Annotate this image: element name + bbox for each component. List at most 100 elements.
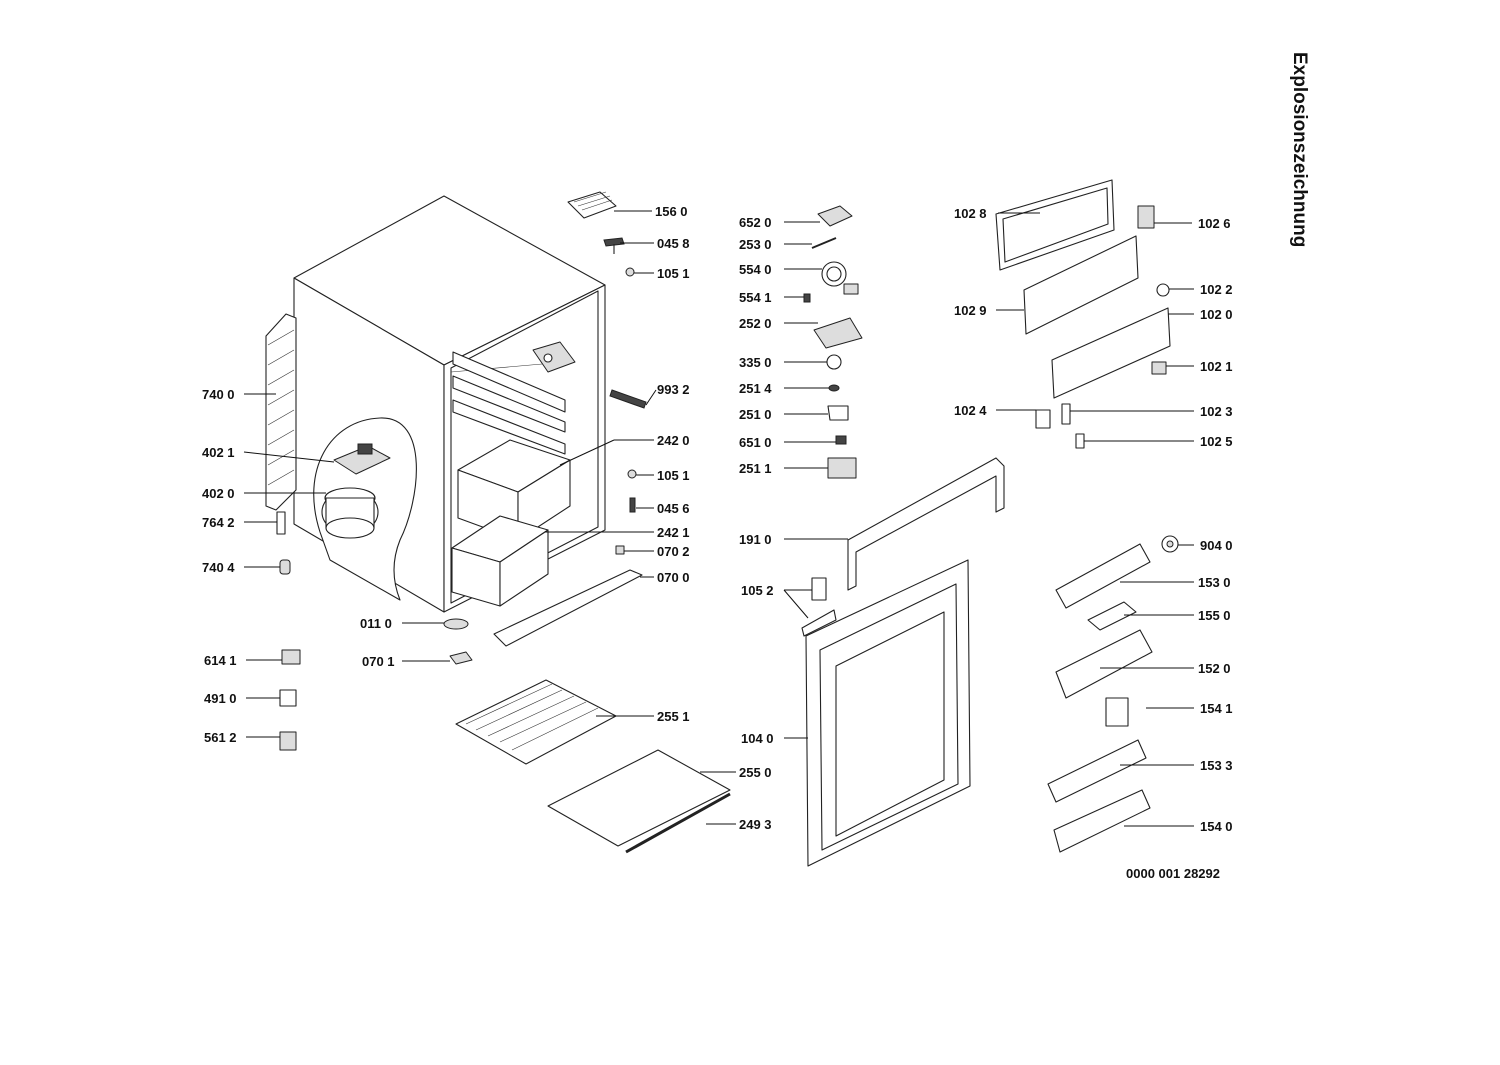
part-shape-3350 [826, 354, 842, 370]
part-label-5540: 554 0 [739, 262, 772, 277]
part-shape-1051b [627, 469, 637, 479]
part-shape-1052 [811, 577, 827, 601]
part-label-7400: 740 0 [202, 387, 235, 402]
part-label-7404: 740 4 [202, 560, 235, 575]
part-shape-1023 [1061, 403, 1071, 425]
part-shape-2493 [625, 792, 731, 854]
part-shape-1910 [847, 457, 1005, 591]
drawing-number: 0000 001 28292 [1126, 866, 1220, 881]
part-label-1026: 102 6 [1198, 216, 1231, 231]
part-label-1530: 153 0 [1198, 575, 1231, 590]
part-shape-1541 [1105, 697, 1129, 727]
cabinet [265, 195, 606, 613]
part-labels: 156 0 045 8 105 1 993 2 242 0 105 1 045 … [202, 204, 1233, 834]
part-shape-2551 [455, 679, 617, 765]
part-shape-0456 [629, 497, 636, 513]
part-label-1028: 102 8 [954, 206, 987, 221]
part-shape-4910 [279, 689, 297, 707]
part-label-2421: 242 1 [657, 525, 690, 540]
part-shape-9932 [609, 389, 647, 409]
part-shape-1560 [567, 191, 617, 219]
part-label-1560: 156 0 [655, 204, 688, 219]
part-label-0458: 045 8 [657, 236, 690, 251]
part-label-9932: 993 2 [657, 382, 690, 397]
part-label-1024: 102 4 [954, 403, 987, 418]
part-shape-2514 [828, 384, 840, 392]
part-shape-5612 [279, 731, 297, 751]
part-shape-0702 [615, 545, 625, 555]
part-label-3350: 335 0 [739, 355, 772, 370]
part-shape-0458 [603, 237, 625, 247]
part-shape-7642 [276, 511, 286, 535]
part-shape-0701 [449, 651, 473, 665]
part-shape-1540 [1053, 789, 1151, 853]
diagram-title: Explosionszeichnung [1289, 52, 1310, 247]
part-label-1025: 102 5 [1200, 434, 1233, 449]
part-label-2420: 242 0 [657, 433, 690, 448]
part-shape-2530 [811, 237, 837, 249]
part-label-1051-top: 105 1 [657, 266, 690, 281]
part-shape-6520 [817, 205, 853, 227]
part-label-1022: 102 2 [1200, 282, 1233, 297]
part-shape-1051a [625, 267, 635, 277]
part-label-1520: 152 0 [1198, 661, 1231, 676]
part-shape-1533 [1047, 739, 1147, 803]
part-shape-7404 [279, 559, 291, 575]
part-shape-1021 [1151, 361, 1167, 375]
part-shape-1025 [1075, 433, 1085, 449]
part-label-7642: 764 2 [202, 515, 235, 530]
part-label-4910: 491 0 [204, 691, 237, 706]
part-shape-1520 [1055, 629, 1153, 699]
part-shape-2510 [827, 405, 849, 421]
part-shape-0110 [443, 618, 469, 630]
part-label-0701: 070 1 [362, 654, 395, 669]
part-shape-1040 [805, 559, 971, 867]
part-shape-1022 [1156, 283, 1170, 297]
part-label-6510: 651 0 [739, 435, 772, 450]
part-shape-1026 [1137, 205, 1155, 229]
part-label-1051-mid: 105 1 [657, 468, 690, 483]
part-label-2550: 255 0 [739, 765, 772, 780]
part-label-1020: 102 0 [1200, 307, 1233, 322]
part-shape-6510 [835, 435, 847, 445]
part-label-2551: 255 1 [657, 709, 690, 724]
part-shape-2511 [827, 457, 857, 479]
part-label-2493: 249 3 [739, 817, 772, 832]
part-label-2520: 252 0 [739, 316, 772, 331]
part-label-6141: 614 1 [204, 653, 237, 668]
part-shape-1530 [1055, 543, 1151, 609]
part-label-5612: 561 2 [204, 730, 237, 745]
part-label-1040: 104 0 [741, 731, 774, 746]
part-shape-2550 [547, 749, 731, 847]
part-label-0702: 070 2 [657, 544, 690, 559]
part-label-1910: 191 0 [739, 532, 772, 547]
part-label-1540: 154 0 [1200, 819, 1233, 834]
part-shape-5541 [803, 293, 811, 303]
part-shape-1550 [1087, 601, 1137, 631]
part-label-2511: 251 1 [739, 461, 772, 476]
part-label-1052: 105 2 [741, 583, 774, 598]
part-label-2510: 251 0 [739, 407, 772, 422]
part-label-1541: 154 1 [1200, 701, 1233, 716]
part-label-1029: 102 9 [954, 303, 987, 318]
part-label-2530: 253 0 [739, 237, 772, 252]
part-label-5541: 554 1 [739, 290, 772, 305]
part-label-0456: 045 6 [657, 501, 690, 516]
part-label-9040: 904 0 [1200, 538, 1233, 553]
part-shape-1029 [1023, 235, 1139, 335]
part-label-1021: 102 1 [1200, 359, 1233, 374]
part-label-1550: 155 0 [1198, 608, 1231, 623]
part-label-0700: 070 0 [657, 570, 690, 585]
part-label-1533: 153 3 [1200, 758, 1233, 773]
part-label-0110: 011 0 [360, 616, 392, 631]
part-shape-6141 [281, 649, 301, 665]
part-label-1023: 102 3 [1200, 404, 1233, 419]
part-shape-1024 [1035, 409, 1051, 429]
part-shape-2520 [813, 317, 863, 349]
part-label-2514: 251 4 [739, 381, 772, 396]
leader-lines [243, 210, 1194, 827]
part-label-4020: 402 0 [202, 486, 235, 501]
part-shape-1020 [1051, 307, 1171, 399]
